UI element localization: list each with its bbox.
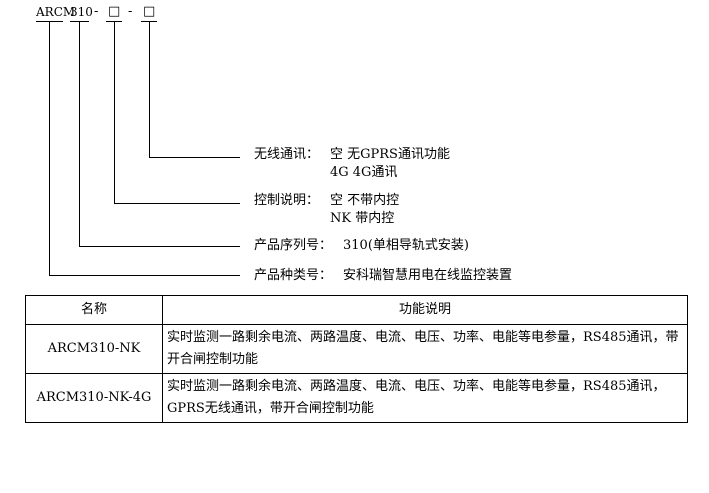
table-header-row: 名称 功能说明 bbox=[25, 295, 688, 325]
product-name: ARCM310-NK-4G bbox=[25, 373, 163, 423]
legend-label-series: 产品序列号： bbox=[254, 238, 333, 253]
legend-label-type: 产品种类号： bbox=[254, 268, 333, 283]
product-table: 名称 功能说明 ARCM310-NK 实时监测一路剩余电流、两路温度、电流、电压… bbox=[25, 295, 688, 423]
table-row: ARCM310-NK 实时监测一路剩余电流、两路温度、电流、电压、功率、电能等电… bbox=[25, 324, 688, 374]
table-row: ARCM310-NK-4G 实时监测一路剩余电流、两路温度、电流、电压、功率、电… bbox=[25, 373, 688, 423]
legend-option: NK 带内控 bbox=[330, 211, 395, 226]
product-description: 实时监测一路剩余电流、两路温度、电流、电压、功率、电能等电参量，RS485通讯，… bbox=[162, 324, 688, 374]
model-box-wireless: □ bbox=[143, 4, 156, 19]
model-box-control: □ bbox=[108, 4, 121, 19]
model-prefix: ARCM bbox=[36, 5, 76, 19]
legend-option: 空 无GPRS通讯功能 bbox=[330, 147, 450, 162]
model-separator: - bbox=[94, 4, 99, 19]
model-separator: - bbox=[128, 4, 133, 19]
header-name: 名称 bbox=[25, 295, 163, 325]
product-description: 实时监测一路剩余电流、两路温度、电流、电压、功率、电能等电参量，RS485通讯，… bbox=[162, 373, 688, 423]
legend-option: 安科瑞智慧用电在线监控装置 bbox=[343, 268, 513, 283]
legend-label-wireless: 无线通讯： bbox=[254, 147, 320, 162]
legend-option: 4G 4G通讯 bbox=[330, 165, 398, 180]
model-series: 310 bbox=[70, 5, 93, 19]
legend-option: 310(单相导轨式安装) bbox=[343, 238, 469, 253]
legend-option: 空 不带内控 bbox=[330, 193, 400, 208]
header-function: 功能说明 bbox=[162, 295, 688, 325]
product-name: ARCM310-NK bbox=[25, 324, 163, 374]
legend-label-control: 控制说明： bbox=[254, 193, 320, 208]
